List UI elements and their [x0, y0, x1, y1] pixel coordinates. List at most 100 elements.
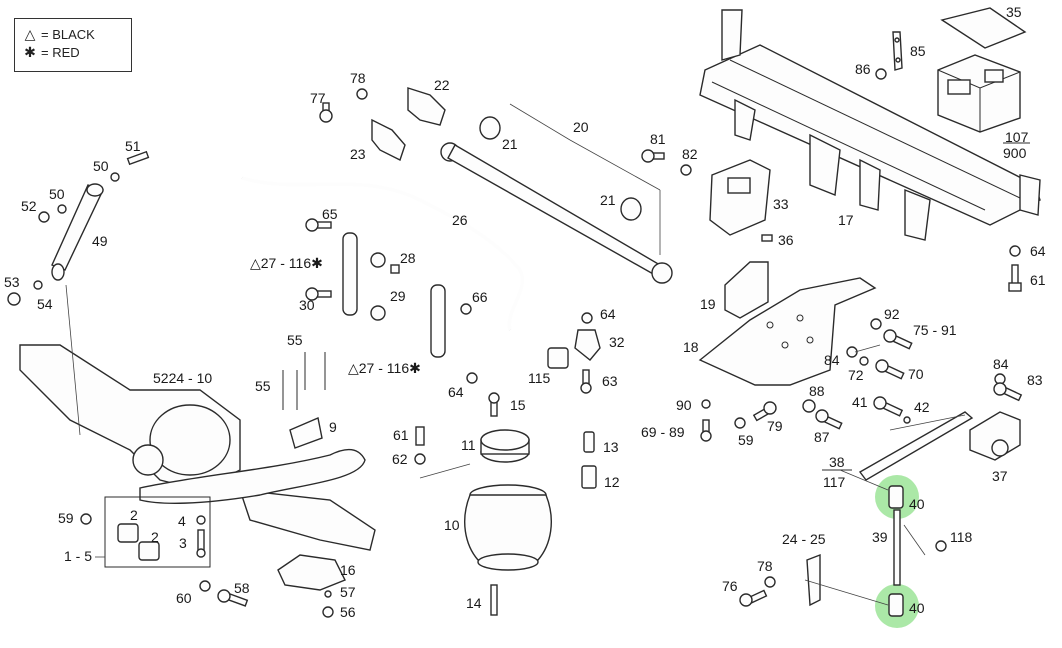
legend-black-label: = BLACK — [41, 27, 95, 42]
label-77: 77 — [310, 90, 326, 106]
u-bolt-55 — [282, 352, 326, 410]
clip-36 — [761, 234, 773, 242]
label-70: 70 — [908, 366, 924, 382]
label-51: 51 — [125, 138, 141, 154]
leader-lines — [65, 103, 966, 606]
label-21-top: 21 — [502, 136, 518, 152]
legend-row-red: ✱ = RED — [23, 44, 80, 61]
bracket-16 — [277, 554, 346, 591]
washer-50 — [57, 204, 67, 214]
label-4: 4 — [178, 513, 186, 529]
link-27-top — [342, 232, 358, 316]
clamp-32 — [574, 329, 601, 361]
label-29: 29 — [390, 288, 406, 304]
label-82: 82 — [682, 146, 698, 162]
bolt-65 — [305, 218, 332, 232]
label-78-top: 78 — [350, 70, 366, 86]
label-69-89: 69 - 89 — [641, 424, 685, 440]
label-24-25: 24 - 25 — [782, 531, 826, 547]
label-55-top: 55 — [287, 332, 303, 348]
bolt-61-center — [415, 426, 425, 446]
label-87: 87 — [814, 429, 830, 445]
bushing-28-small — [390, 264, 400, 274]
bushing-2-b — [138, 541, 160, 561]
label-12: 12 — [604, 474, 620, 490]
pad-9 — [289, 417, 323, 449]
label-40-top: 40 — [909, 496, 925, 512]
stabilizer-bar-26 — [241, 176, 524, 331]
label-55: 55 — [255, 378, 271, 394]
bushing-21-bottom — [620, 197, 642, 221]
rod-39 — [893, 509, 901, 586]
shock-absorber-49 — [51, 183, 104, 281]
bushing-21-top — [479, 116, 501, 140]
air-spring-10 — [464, 484, 552, 571]
label-64-right: 64 — [1030, 243, 1046, 259]
label-5224-10: 5224 - 10 — [153, 370, 213, 386]
label-18: 18 — [683, 339, 699, 355]
washer-62 — [414, 453, 426, 465]
label-30: 30 — [299, 297, 315, 313]
bracket-22 — [407, 87, 446, 126]
bolt-15 — [488, 392, 500, 417]
label-49: 49 — [92, 233, 108, 249]
nut-118 — [935, 540, 947, 552]
washer-90 — [701, 399, 711, 409]
bolt-61-right — [1008, 264, 1022, 292]
bolt-14 — [490, 584, 498, 616]
bushing-29 — [370, 305, 386, 321]
nut-82 — [680, 164, 692, 176]
bolt-81 — [641, 149, 665, 163]
label-20: 20 — [573, 119, 589, 135]
label-50: 50 — [49, 186, 65, 202]
label-62: 62 — [392, 451, 408, 467]
label-84: 84 — [824, 352, 840, 368]
bar-38 — [858, 411, 974, 481]
bracket-23 — [371, 118, 406, 161]
nut-92 — [870, 318, 882, 330]
label-40-bottom: 40 — [909, 600, 925, 616]
nut-78-right — [764, 576, 776, 588]
label-23: 23 — [350, 146, 366, 162]
link-40-top — [888, 485, 904, 509]
label-59-left: 59 — [58, 510, 74, 526]
asterisk-icon: ✱ — [24, 44, 36, 60]
bracket-19 — [724, 261, 769, 319]
bolt-30 — [305, 287, 332, 301]
label-38: 38 — [829, 454, 845, 470]
bolt-69 — [700, 419, 712, 442]
nut-64-top — [581, 312, 593, 324]
label-86: 86 — [855, 61, 871, 77]
plate-11 — [480, 429, 530, 463]
module-33 — [709, 159, 771, 236]
label-35: 35 — [1006, 4, 1022, 20]
label-52: 52 — [21, 198, 37, 214]
washer-42 — [903, 416, 911, 424]
label-79: 79 — [767, 418, 783, 434]
bushing-28 — [370, 252, 386, 268]
label-2-b: 2 — [151, 529, 159, 545]
washer-72 — [859, 356, 869, 366]
torque-rod-20 — [440, 142, 673, 284]
label-32: 32 — [609, 334, 625, 350]
label-11: 11 — [461, 437, 476, 453]
label-22: 22 — [434, 77, 450, 93]
label-900: 900 — [1003, 145, 1027, 161]
bolt-58 — [217, 589, 249, 607]
legend-row-black: △ = BLACK — [23, 26, 95, 43]
label-57: 57 — [340, 584, 356, 600]
label-1-5: 1 - 5 — [64, 548, 93, 564]
bracket-37 — [969, 411, 1021, 461]
label-41: 41 — [852, 394, 868, 410]
bracket-group-1-5 — [104, 496, 211, 568]
washer-60 — [199, 580, 211, 592]
crossmember-18 — [698, 277, 877, 386]
label-39: 39 — [872, 529, 888, 545]
bolt-79 — [752, 401, 777, 422]
label-59-right: 59 — [738, 432, 754, 448]
bracket-24 — [806, 553, 821, 607]
leaf-spring-5224 — [139, 448, 366, 504]
link-40-bottom — [888, 593, 904, 617]
nut-56 — [322, 606, 334, 618]
nut-78-top — [356, 88, 368, 100]
